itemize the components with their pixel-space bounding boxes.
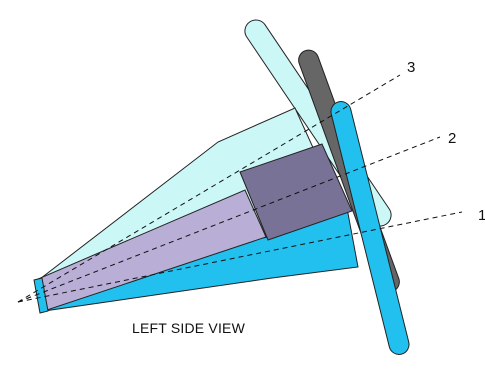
diagram-caption: LEFT SIDE VIEW [132, 320, 246, 336]
cyan-paddle [330, 101, 410, 355]
axis-label-2: 2 [448, 130, 456, 147]
axis-line-3 [17, 74, 401, 303]
axis-label-1: 1 [478, 207, 485, 224]
axis-label-3: 3 [407, 59, 415, 76]
slate-block [239, 143, 353, 241]
origin-tip [33, 277, 49, 314]
axis-line-1 [17, 211, 463, 303]
axis-line-2 [17, 136, 441, 303]
